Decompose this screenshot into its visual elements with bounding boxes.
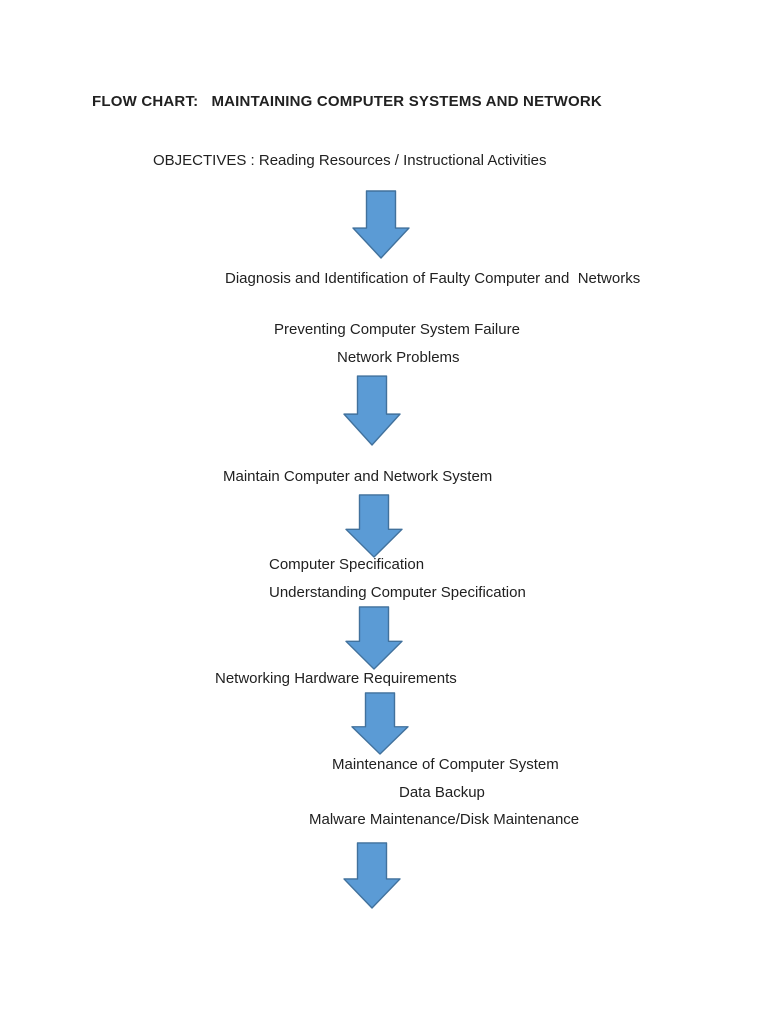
step-computer-specification: Computer Specification — [269, 556, 425, 573]
down-arrow-icon — [345, 494, 403, 558]
down-arrow-icon — [351, 692, 409, 755]
step-data-backup: Data Backup — [399, 784, 485, 801]
step-malware-disk-maintenance: Malware Maintenance/Disk Maintenance — [309, 811, 580, 828]
step-network-problems: Network Problems — [337, 349, 460, 366]
step-maintain-system: Maintain Computer and Network System — [223, 468, 493, 485]
down-arrow-icon — [343, 375, 401, 446]
step-preventing-failure: Preventing Computer System Failure — [274, 321, 520, 338]
step-diagnosis: Diagnosis and Identification of Faulty C… — [225, 270, 641, 287]
down-arrow-icon — [345, 606, 403, 670]
step-networking-hardware: Networking Hardware Requirements — [215, 670, 457, 687]
down-arrow-icon — [343, 842, 401, 909]
down-arrow-icon — [352, 190, 410, 259]
step-understanding-specification: Understanding Computer Specification — [269, 584, 526, 601]
step-maintenance-of-system: Maintenance of Computer System — [332, 756, 559, 773]
flow-chart-title: FLOW CHART: MAINTAINING COMPUTER SYSTEMS… — [92, 93, 602, 110]
objectives-line: OBJECTIVES : Reading Resources / Instruc… — [153, 152, 547, 169]
